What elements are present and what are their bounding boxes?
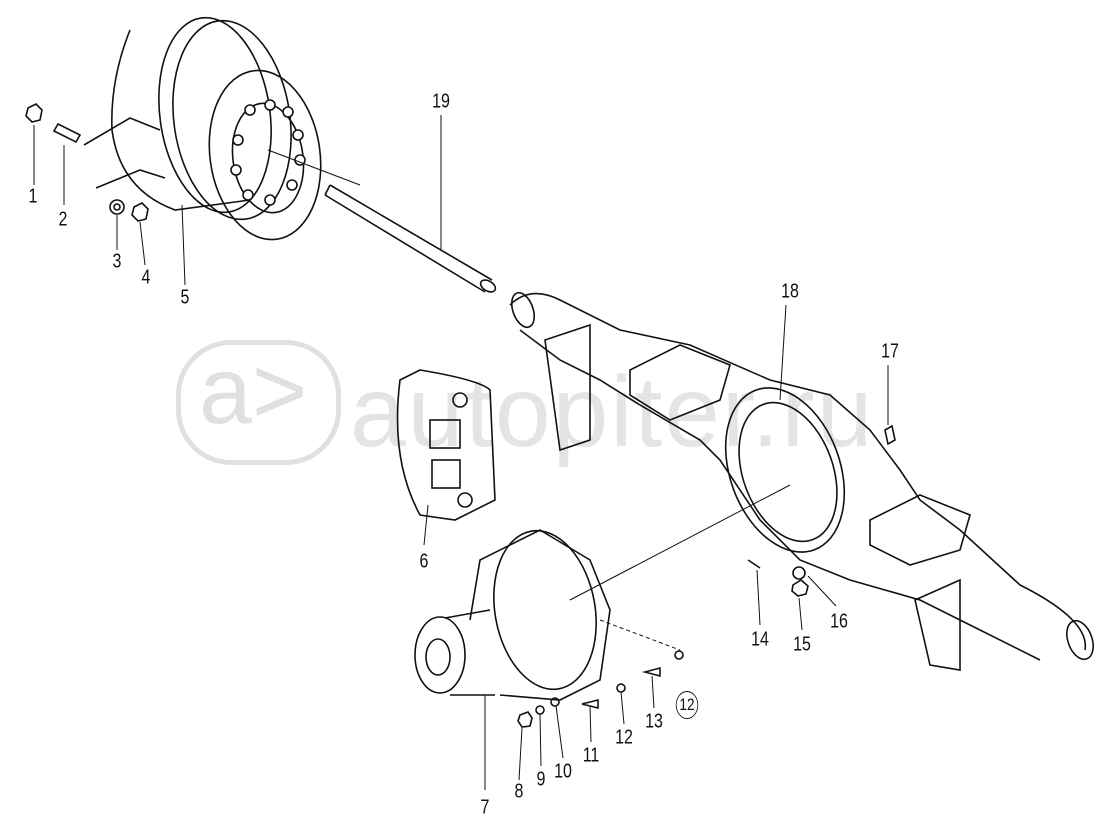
watermark-text: autopiter.ru xyxy=(350,356,875,468)
axle-housing xyxy=(509,291,1094,671)
part-label-12: 12 xyxy=(615,726,633,749)
brake-drum xyxy=(111,16,322,241)
part-label-8: 8 xyxy=(514,780,524,803)
axle-shaft xyxy=(324,184,497,293)
bracket xyxy=(396,369,496,521)
part-label-7: 7 xyxy=(480,796,490,819)
small-fasteners xyxy=(517,424,896,728)
part-label-4: 4 xyxy=(141,266,151,289)
part-label-12-circled: 12 xyxy=(675,691,699,719)
drum-bolts xyxy=(230,99,306,206)
part-label-9: 9 xyxy=(536,768,546,791)
part-label-15: 15 xyxy=(793,633,811,656)
part-label-6: 6 xyxy=(419,550,429,573)
part-label-14: 14 xyxy=(751,628,769,651)
part-label-3: 3 xyxy=(112,250,122,273)
part-label-13: 13 xyxy=(645,710,663,733)
part-label-19: 19 xyxy=(432,90,450,113)
differential-carrier xyxy=(414,529,611,701)
part-label-16: 16 xyxy=(830,610,848,633)
part-label-17: 17 xyxy=(881,340,899,363)
part-label-5: 5 xyxy=(180,286,190,309)
part-label-1: 1 xyxy=(28,185,38,208)
watermark-logo: a> xyxy=(176,338,341,465)
part-label-11: 11 xyxy=(582,744,600,767)
part-label-18: 18 xyxy=(781,280,799,303)
leader-lines xyxy=(33,115,889,790)
hub-fasteners xyxy=(25,103,166,222)
part-label-2: 2 xyxy=(58,208,68,231)
watermark-logo-text: a> xyxy=(199,338,308,444)
part-label-10: 10 xyxy=(554,760,572,783)
